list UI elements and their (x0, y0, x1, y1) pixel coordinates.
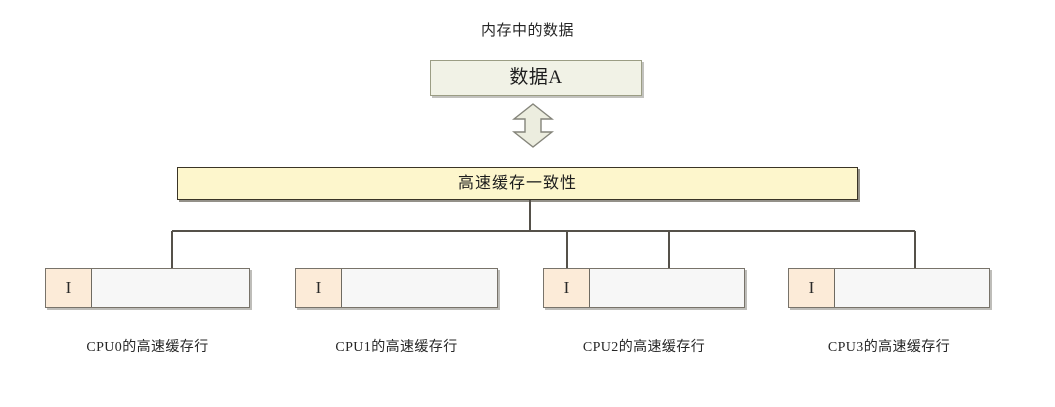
double-headed-arrow-icon (511, 103, 555, 148)
cache-line-state-cpu2: I (544, 269, 590, 307)
cache-line-state-cpu0: I (46, 269, 92, 307)
cache-line-caption-cpu1: CPU1的高速缓存行 (335, 340, 458, 355)
memory-caption: 内存中的数据 (480, 23, 574, 39)
memory-data-box: 数据A (430, 60, 642, 96)
cache-line-cpu3: I (788, 268, 990, 308)
memory-data-label: 数据A (509, 67, 563, 88)
cache-line-caption-cpu3: CPU3的高速缓存行 (827, 340, 951, 355)
cache-line-data-cpu3 (835, 269, 989, 307)
cache-line-cpu1: I (295, 268, 498, 308)
cache-coherence-box: 高速缓存一致性 (177, 167, 858, 200)
cache-line-data-cpu2 (590, 269, 744, 307)
cache-line-cpu2: I (543, 268, 745, 308)
cache-line-data-cpu1 (342, 269, 497, 307)
cache-line-caption-cpu2: CPU2的高速缓存行 (582, 340, 706, 355)
cache-coherence-label: 高速缓存一致性 (457, 174, 577, 192)
cache-line-state-cpu1: I (296, 269, 342, 307)
cache-line-state-cpu3: I (789, 269, 835, 307)
cache-line-caption-cpu0: CPU0的高速缓存行 (86, 340, 209, 355)
cache-line-data-cpu0 (92, 269, 249, 307)
cache-line-cpu0: I (45, 268, 250, 308)
